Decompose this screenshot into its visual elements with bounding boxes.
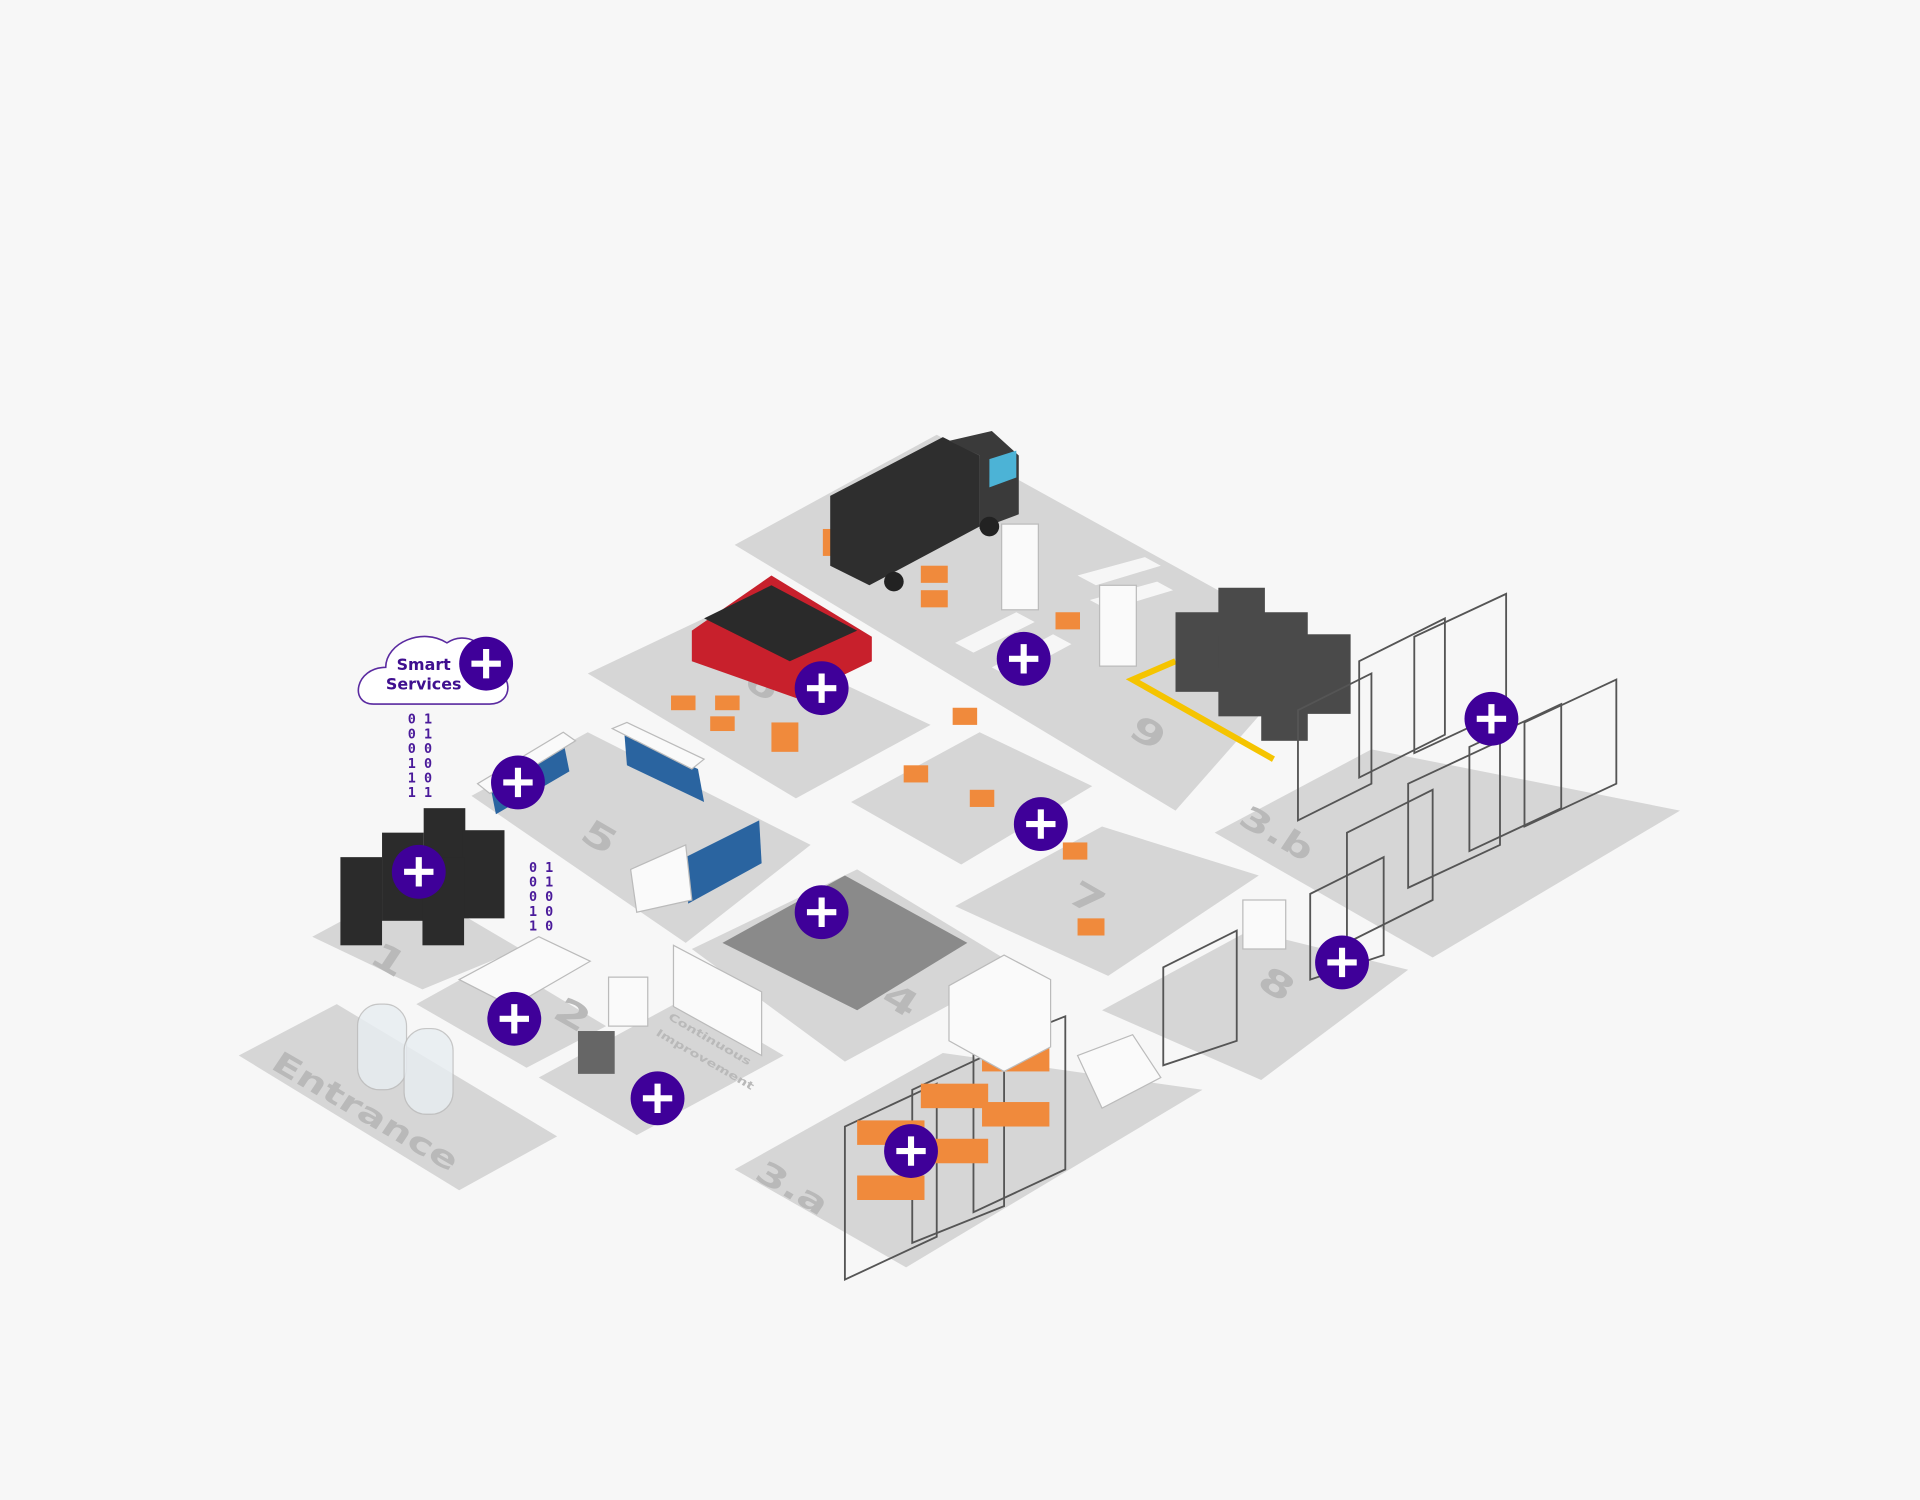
tile-entrance xyxy=(238,1004,558,1191)
hotspot-zone-4[interactable] xyxy=(794,885,849,940)
hotspot-zone-7[interactable] xyxy=(1013,797,1068,852)
hotspot-continuous-improvement[interactable] xyxy=(630,1071,685,1126)
binary-row: 1 0 xyxy=(408,757,432,772)
plus-icon xyxy=(1026,809,1056,839)
assembly-line xyxy=(722,875,968,1011)
binary-row: 1 0 xyxy=(408,771,432,786)
binary-row: 1 0 xyxy=(529,905,553,920)
binary-stream-2: 0 1 0 1 0 0 1 0 1 0 xyxy=(529,861,553,935)
hotspot-zone-3b[interactable] xyxy=(1464,691,1519,746)
tile-3b xyxy=(1214,749,1680,958)
door xyxy=(1098,584,1137,667)
storage-cabinets xyxy=(1175,587,1351,741)
plus-icon xyxy=(1008,644,1039,674)
hotspot-zone-5[interactable] xyxy=(491,755,545,810)
binary-row: 0 0 xyxy=(529,890,553,905)
binary-row: 1 0 xyxy=(529,920,553,935)
plus-icon xyxy=(503,767,533,798)
door xyxy=(1001,523,1039,611)
tile-6 xyxy=(587,618,931,799)
hotspot-zone-6[interactable] xyxy=(794,661,849,716)
printer xyxy=(1242,899,1287,950)
equipment xyxy=(340,431,1618,1282)
hotspot-zone-2[interactable] xyxy=(487,991,542,1046)
hotspot-smart-services[interactable] xyxy=(459,636,514,691)
clean-room xyxy=(948,954,1052,1073)
hotspots xyxy=(391,631,1519,1178)
shelf xyxy=(1162,929,1238,1067)
plus-icon xyxy=(404,857,434,887)
plus-icon xyxy=(1476,704,1507,734)
hotspot-zone-9[interactable] xyxy=(996,631,1051,686)
delivery-truck xyxy=(830,431,1019,592)
smart-services-cloud: Smart Services 0 1 0 1 0 0 1 0 1 0 1 1 0… xyxy=(357,635,553,935)
plus-icon xyxy=(896,1136,926,1166)
orange-boxes xyxy=(671,528,1105,936)
binary-row: 1 1 xyxy=(408,786,432,801)
tile-5 xyxy=(471,732,811,943)
cabinet xyxy=(577,1031,615,1074)
smart-services-label-1: Smart xyxy=(397,655,452,674)
binary-row: 0 1 xyxy=(408,727,432,742)
binary-row: 0 1 xyxy=(529,876,553,891)
glass-turnstiles xyxy=(356,1003,454,1115)
plus-icon xyxy=(1327,947,1357,978)
smart-services-label-2: Services xyxy=(386,674,462,693)
dock-marking xyxy=(1125,658,1275,762)
binary-row: 0 1 xyxy=(529,861,553,876)
whiteboard xyxy=(607,976,649,1027)
binary-row: 0 0 xyxy=(408,742,432,757)
plus-icon xyxy=(806,673,837,703)
hotspot-zone-8[interactable] xyxy=(1315,935,1369,990)
hotspot-zone-3a[interactable] xyxy=(884,1124,938,1178)
hotspot-zone-1[interactable] xyxy=(391,844,446,899)
desk xyxy=(1076,1033,1162,1110)
plus-icon xyxy=(642,1083,673,1114)
improvement-wall xyxy=(672,944,763,1057)
tile-7 xyxy=(955,826,1259,976)
binary-row: 0 1 xyxy=(408,713,432,728)
plus-icon xyxy=(499,1004,529,1034)
desk xyxy=(457,936,592,1008)
binary-stream: 0 1 0 1 0 0 1 0 1 0 1 1 xyxy=(408,713,432,801)
plus-icon xyxy=(471,648,501,679)
plus-icon xyxy=(806,897,837,927)
